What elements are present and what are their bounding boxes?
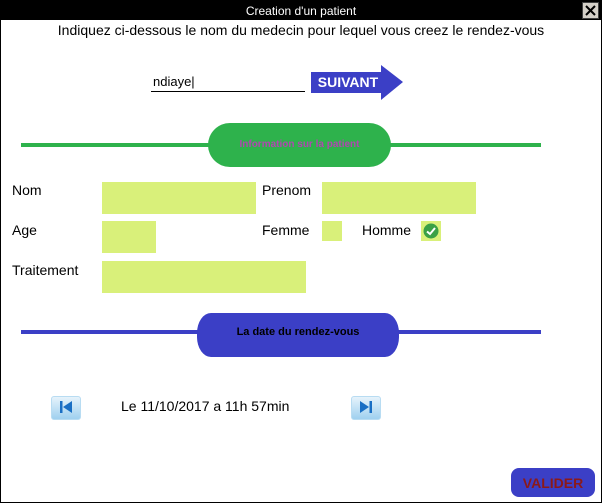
next-date-button[interactable] (351, 396, 381, 420)
traitement-label: Traitement (12, 262, 79, 278)
doctor-name-input[interactable] (151, 71, 305, 92)
femme-label: Femme (262, 222, 310, 238)
date-section-title: La date du rendez-vous (236, 326, 360, 338)
prenom-label: Prenom (262, 182, 312, 198)
femme-checkbox[interactable] (322, 221, 342, 241)
check-icon (423, 223, 439, 239)
window-title: Creation d'un patient (245, 4, 357, 18)
homme-label: Homme (362, 222, 412, 238)
title-bar: Creation d'un patient (1, 1, 601, 20)
homme-checkbox[interactable] (421, 221, 441, 241)
close-button[interactable] (582, 2, 599, 19)
age-label: Age (12, 222, 37, 238)
nom-label: Nom (12, 182, 42, 198)
traitement-field[interactable] (102, 261, 306, 293)
skip-previous-icon (60, 401, 72, 413)
instruction-text: Indiquez ci-dessous le nom du medecin po… (57, 22, 545, 38)
prenom-field[interactable] (322, 182, 476, 214)
age-field[interactable] (102, 221, 156, 253)
valider-button[interactable]: VALIDER (511, 468, 595, 497)
valider-label: VALIDER (522, 475, 584, 491)
previous-date-button[interactable] (51, 396, 81, 420)
suivant-button[interactable]: SUIVANT (311, 65, 405, 101)
suivant-label: SUIVANT (317, 74, 379, 90)
patient-section-header: Information sur la patient (208, 123, 391, 167)
close-icon (585, 5, 596, 16)
patient-section-title: Information sur la patient (239, 139, 360, 150)
date-section-header: La date du rendez-vous (197, 313, 399, 357)
nom-field[interactable] (102, 182, 256, 214)
skip-next-icon (360, 401, 372, 413)
arrow-right-icon (311, 65, 403, 100)
appointment-date-text: Le 11/10/2017 a 11h 57min (121, 398, 290, 414)
